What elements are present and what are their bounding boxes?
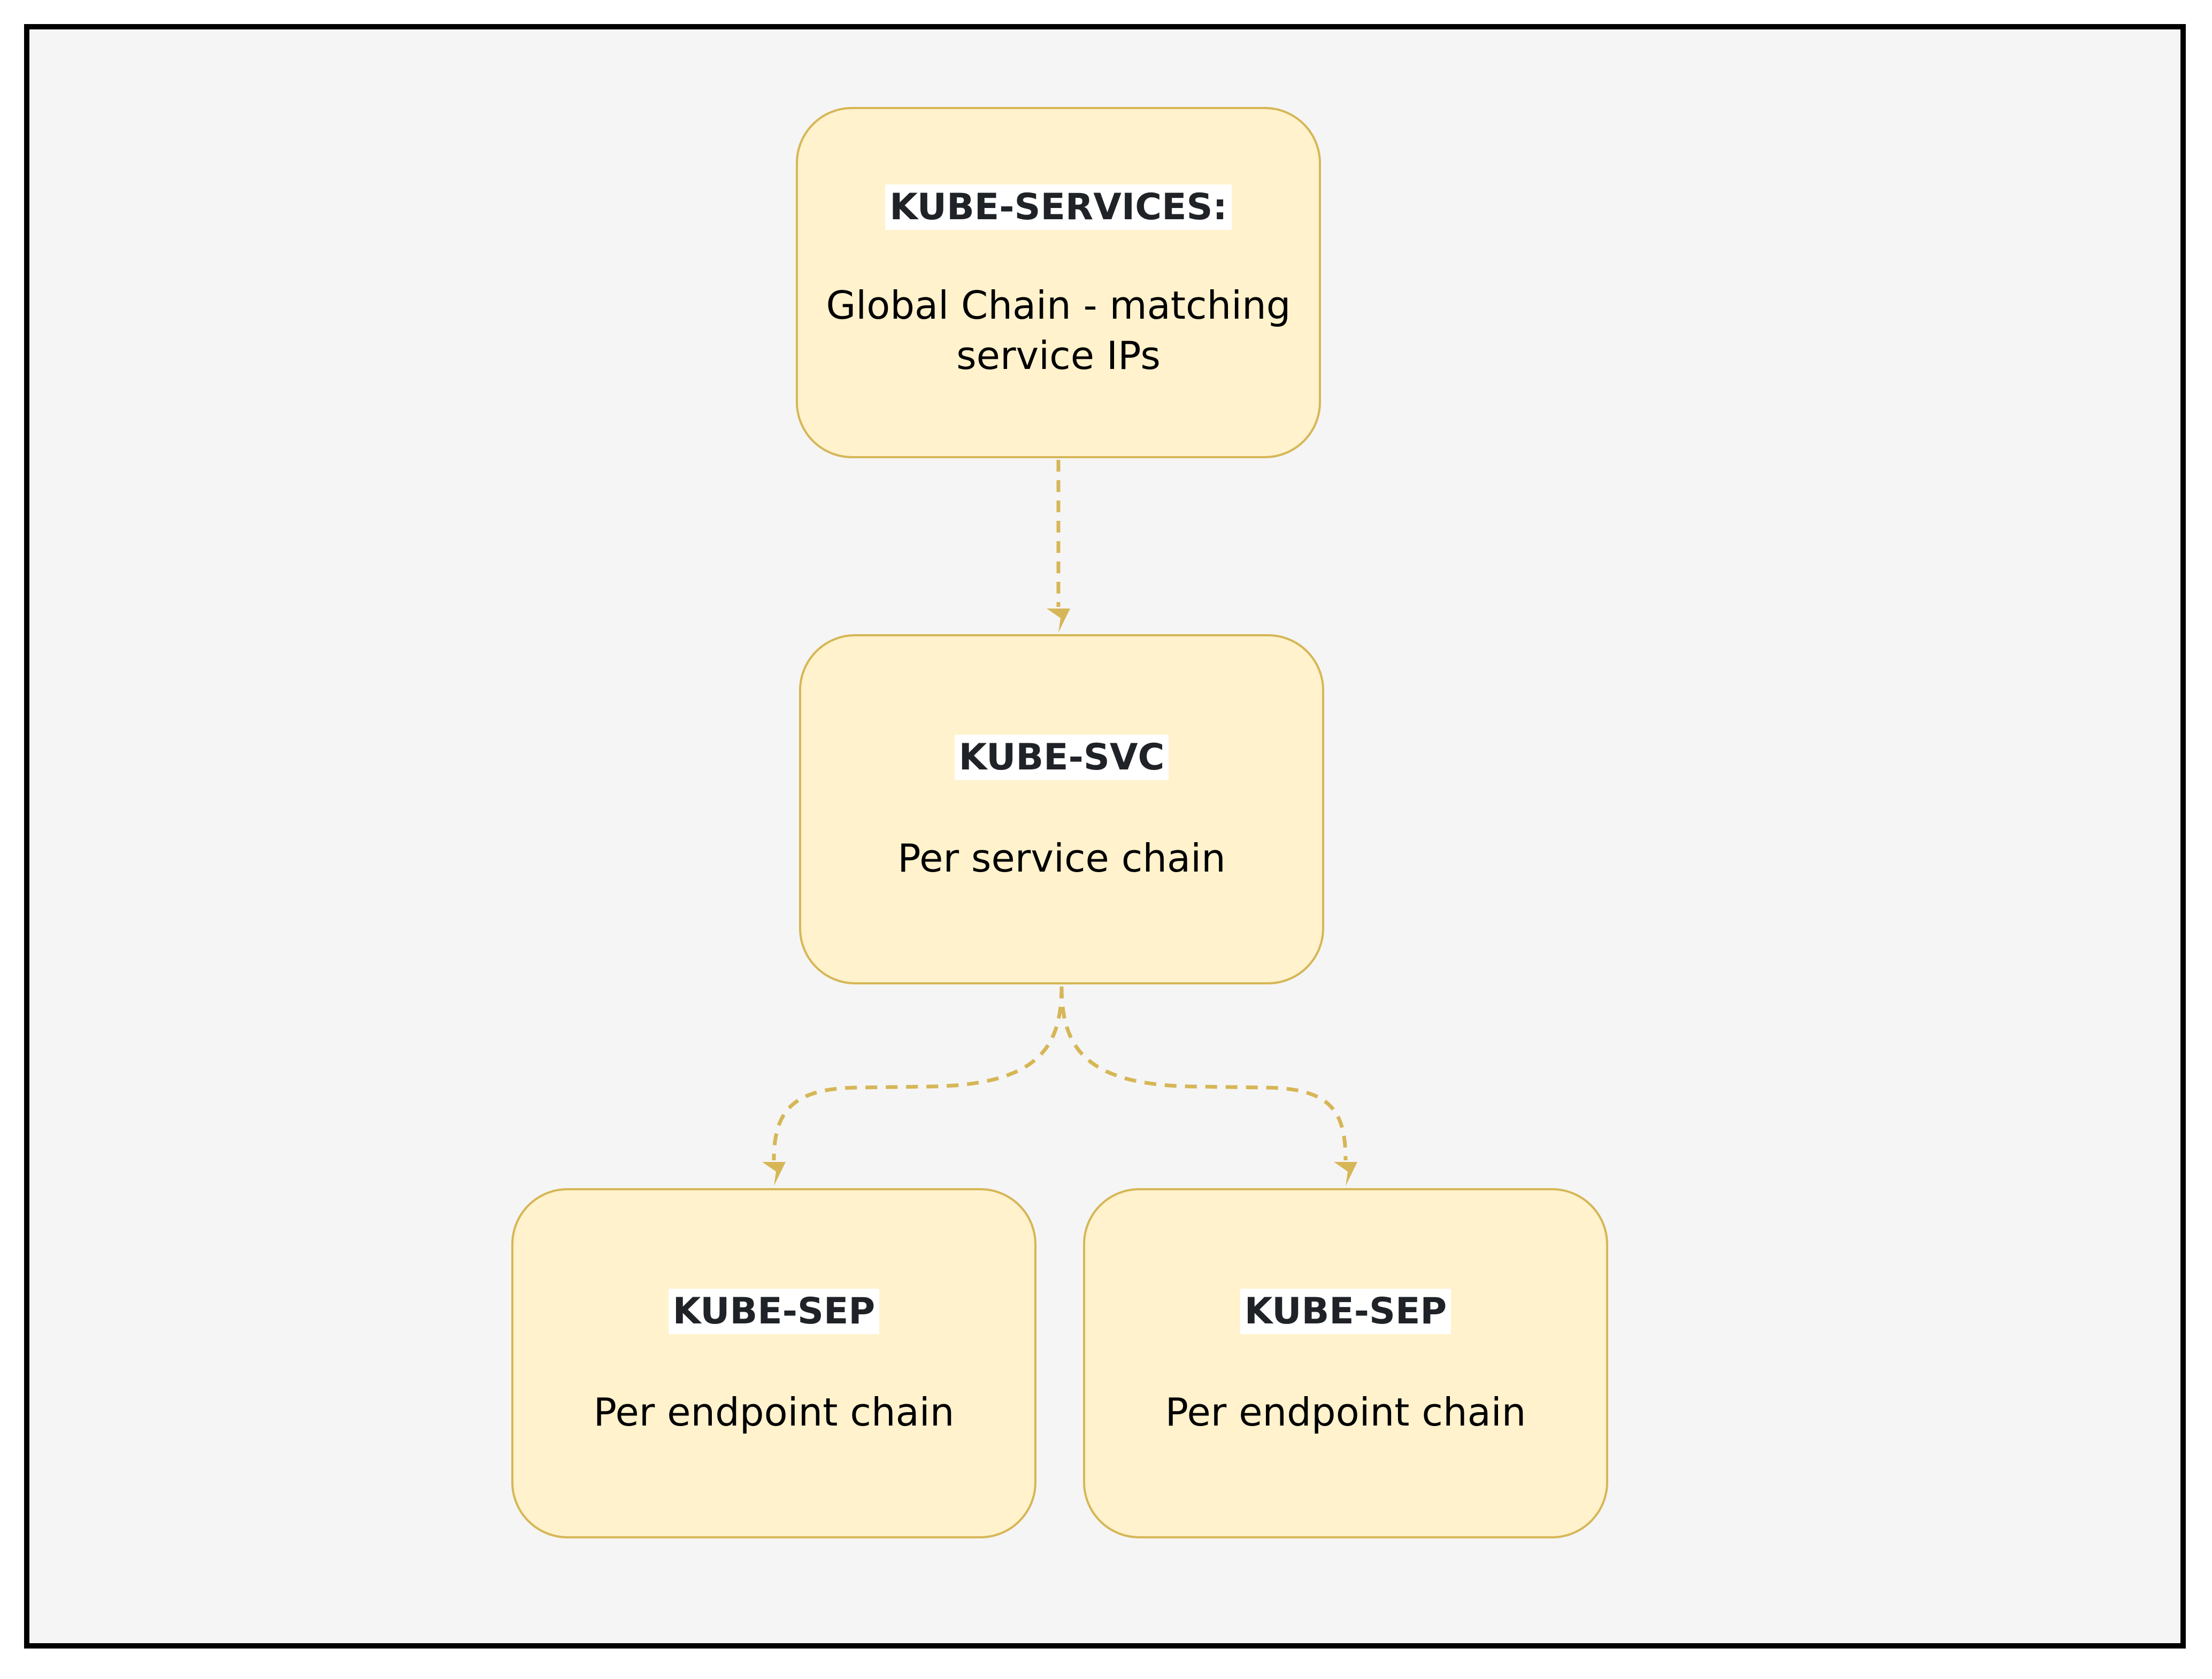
node-kube-sep-1-description: Per endpoint chain (593, 1390, 955, 1435)
node-kube-svc-description: Per service chain (897, 836, 1226, 881)
node-kube-sep-1-title: KUBE-SEP (668, 1289, 880, 1335)
node-kube-sep-1: KUBE-SEP Per endpoint chain (511, 1188, 1036, 1538)
node-kube-sep-2-description: Per endpoint chain (1165, 1390, 1526, 1435)
node-kube-sep-2-title: KUBE-SEP (1240, 1289, 1451, 1335)
node-kube-services: KUBE-SERVICES: Global Chain - matching s… (796, 107, 1321, 458)
node-kube-svc-title: KUBE-SVC (954, 735, 1169, 781)
node-kube-services-description: Global Chain - matching service IPs (826, 282, 1291, 378)
node-kube-svc: KUBE-SVC Per service chain (799, 634, 1324, 984)
node-kube-services-title: KUBE-SERVICES: (885, 184, 1232, 230)
node-kube-sep-2: KUBE-SEP Per endpoint chain (1083, 1188, 1608, 1538)
